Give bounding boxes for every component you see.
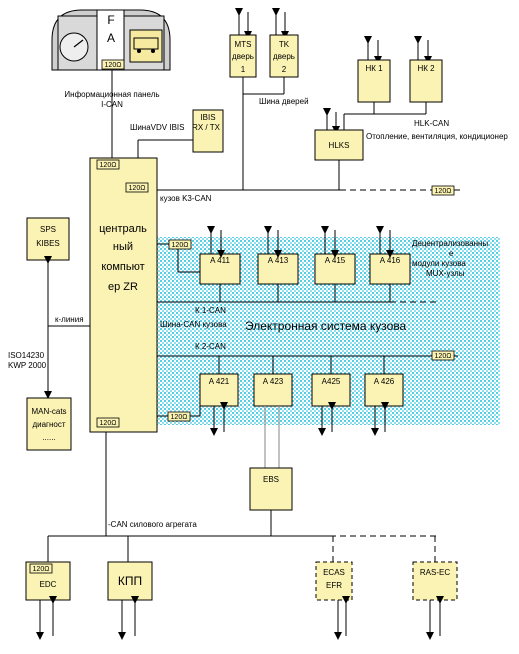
k1-can-label: К 1-CAN: [195, 306, 226, 315]
central-label-line2: ный: [113, 241, 133, 253]
module-a425-label: A425: [322, 377, 341, 386]
central-computer: [89, 157, 158, 433]
module-a421-label: A 421: [209, 377, 230, 386]
dashboard-label-line1: Информационная панель: [64, 90, 159, 99]
ecas-label-line1: ECAS: [323, 568, 345, 577]
bottom-module-arrows: [210, 402, 389, 436]
heating-label: Отопление, вентиляция, кондиционер: [366, 132, 508, 141]
dashboard-panel: F A 120Ω: [51, 9, 171, 71]
dashboard-letter-f: F: [107, 13, 114, 27]
mts-label-line3: 1: [241, 65, 246, 74]
iso-label-line2: KWP 2000: [8, 361, 47, 370]
central-label-line3: компьют: [101, 261, 144, 273]
ras-ec-box: [412, 561, 458, 601]
dashboard-label-line2: I-CAN: [101, 100, 123, 109]
central-resistor-bottom: 120Ω: [100, 420, 117, 427]
module-a421: [199, 373, 239, 407]
dashboard-letter-a: A: [107, 31, 115, 45]
module-a413-label: A 413: [268, 256, 289, 265]
central-label-line1: централь: [99, 223, 147, 235]
sps-label-line2: KIBES: [36, 239, 60, 248]
module-a423: [253, 373, 293, 407]
mts-label-line1: MTS: [235, 40, 252, 49]
body-can-bus-label: Шина-CAN кузова: [160, 320, 227, 329]
k-line-label: к-линия: [55, 315, 84, 324]
hlks-label: HLKS: [329, 141, 350, 150]
mts-door-box: [229, 34, 257, 78]
bus-icon: [133, 37, 159, 53]
ibis-label-line2: RX / TX: [192, 123, 221, 132]
ecas-label-line2: EFR: [326, 581, 342, 590]
k1-resistor: 120Ω: [172, 242, 189, 249]
module-a425: [311, 373, 351, 407]
man-cats-label-line1: MAN-cats: [31, 407, 66, 416]
top-modules: A 411 A 413 A 415 A 416: [199, 253, 411, 285]
tk-label-line3: 2: [282, 65, 287, 74]
k2-bottom-resistor: 120Ω: [171, 414, 188, 421]
ibis-bus-label: ШинаVDV IBIS: [130, 123, 184, 132]
module-a416-label: A 416: [380, 256, 401, 265]
ebs-box: [249, 467, 293, 511]
central-resistor-top: 120Ω: [100, 162, 117, 169]
decentral-label-line2: е: [449, 249, 454, 258]
module-a426-label: A 426: [374, 377, 395, 386]
body-system-label: Электронная система кузова: [245, 319, 407, 333]
module-a413: [257, 253, 299, 285]
tk-label-line1: TK: [279, 40, 290, 49]
top-module-arrows: [207, 226, 394, 258]
sps-box: [26, 217, 70, 261]
kpp-box: [107, 561, 153, 601]
edc-resistor: 120Ω: [33, 566, 50, 573]
module-a411: [199, 253, 241, 285]
iso-label-line1: ISO14230: [8, 351, 45, 360]
kpp-label: КПП: [118, 574, 142, 588]
central-resistor-k3: 120Ω: [129, 185, 146, 192]
k2-resistor: 120Ω: [435, 353, 452, 360]
module-a426: [364, 373, 404, 407]
module-a415-label: A 415: [325, 256, 346, 265]
decentral-label-line4: MUX-узлы: [426, 269, 465, 278]
mts-label-line2: дверь: [232, 52, 254, 61]
man-cats-box: [26, 397, 72, 451]
hlks-box: [314, 129, 364, 161]
ibis-box: [192, 109, 224, 153]
module-a416: [369, 253, 411, 285]
sps-label-line1: SPS: [40, 225, 56, 234]
ibis-label-line1: IBIS: [200, 113, 215, 122]
hlk-can-label: HLK-CAN: [414, 119, 449, 128]
hk2-label: НК 2: [417, 64, 435, 73]
decentral-label-line1: Децентрализованны: [412, 239, 488, 248]
ecas-box: [315, 561, 353, 601]
k2-can-label: К 2-CAN: [195, 342, 226, 351]
hk1-box: [357, 59, 391, 103]
module-a411-label: A 411: [210, 256, 230, 265]
hk2-box: [409, 59, 443, 103]
decentral-label-line3: модули кузова: [412, 259, 466, 268]
module-a423-label: A 423: [263, 377, 284, 386]
central-label-line4: ер ZR: [108, 281, 138, 293]
ebs-label: EBS: [263, 475, 279, 484]
edc-label: EDC: [40, 580, 57, 589]
power-can-label: -CAN силового агрегата: [108, 520, 197, 529]
k3-resistor: 120Ω: [435, 188, 452, 195]
man-cats-label-line3: ......: [42, 433, 55, 442]
man-cats-label-line2: диагност: [32, 420, 65, 429]
tk-label-line2: дверь: [273, 52, 295, 61]
k3-can-label: кузов K3-CAN: [160, 194, 212, 203]
ras-ec-label: RAS-EC: [420, 568, 450, 577]
hk1-label: НК 1: [365, 64, 383, 73]
bottom-modules: A 421 A 423 A425 A 426: [199, 373, 404, 407]
door-bus-label: Шина дверей: [259, 97, 309, 106]
dashboard-resistor: 120Ω: [105, 62, 122, 69]
